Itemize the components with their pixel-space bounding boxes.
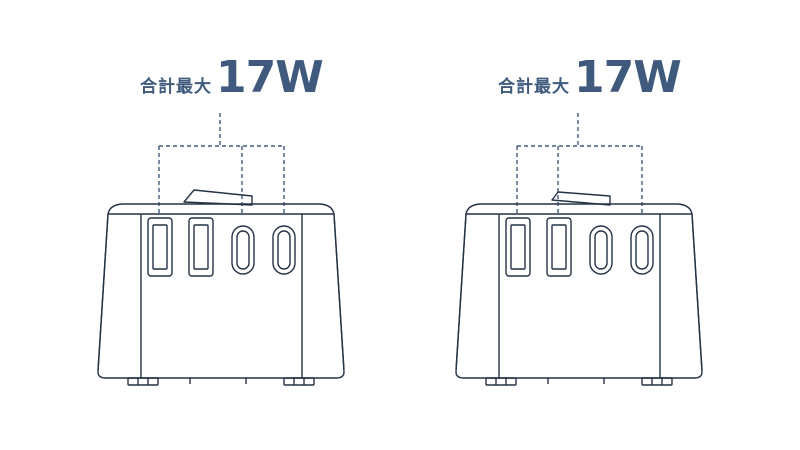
usb-a-port [147,217,173,277]
usb-a-port [188,217,214,277]
total-output-label: 合計最大 17W [498,52,682,108]
charger-diagram-right: 合計最大 17W [358,0,758,450]
port-group [147,217,296,277]
usb-a-port [505,217,531,277]
total-max-text: 合計最大 [498,77,570,97]
usb-c-port [231,225,255,275]
usb-a-port [546,217,572,277]
total-output-label: 合計最大 17W [140,52,324,108]
port-bracket [158,113,285,214]
charger-diagram-left: 合計最大 17W [97,52,345,386]
toggle-switch [551,191,611,206]
charger-body [455,191,703,386]
charger-body [97,189,345,386]
wattage-value: 17W [574,52,682,103]
wattage-value: 17W [216,52,324,103]
usb-c-port [589,225,613,275]
charger-drawing [97,113,345,386]
usb-c-port [630,225,654,275]
total-max-text: 合計最大 [140,77,212,97]
charger-drawing [455,113,703,386]
usb-c-port [272,225,296,275]
port-group [505,217,654,277]
port-bracket [516,113,643,214]
